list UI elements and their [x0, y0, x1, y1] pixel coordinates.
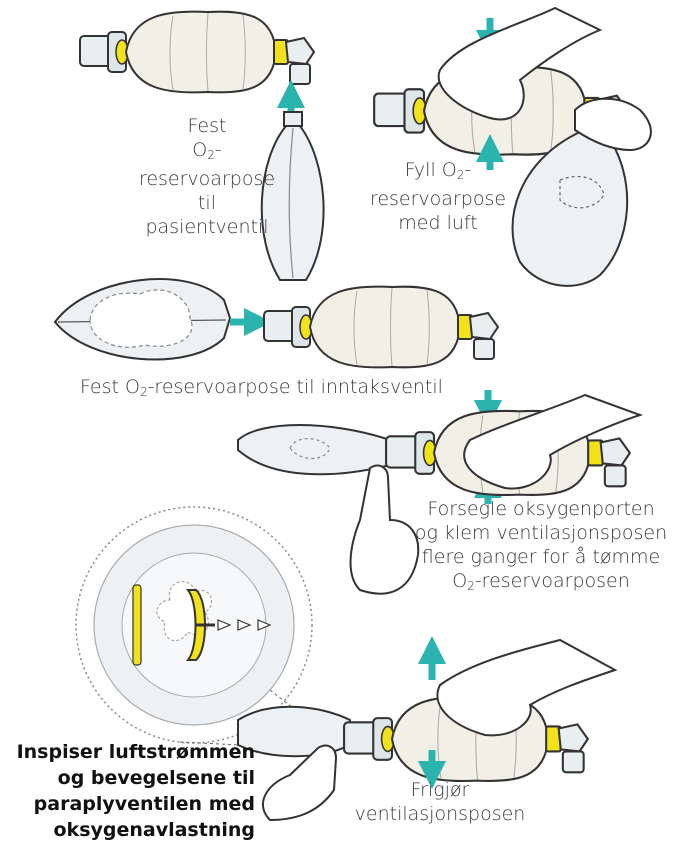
step1-line3: til pasientventil	[137, 191, 277, 239]
step2-line1-post: -	[464, 159, 471, 181]
step4-line1: Forsegle oksygenporten	[405, 497, 677, 521]
step5-line2: og bevegelsene til	[0, 765, 255, 791]
step3-label: Fest O2-reservoarpose til inntaksventil	[80, 375, 500, 404]
step1-line2-pre: O	[192, 139, 207, 161]
step4-line3: flere ganger for å tømme	[405, 545, 677, 569]
step3-pre: Fest O	[80, 376, 140, 398]
step1-line1: Fest	[137, 114, 277, 138]
step4-label: Forsegle oksygenporten og klem ventilasj…	[405, 497, 677, 598]
reservoir-bag-icon	[55, 279, 230, 359]
step2-line2: reservoarpose	[368, 187, 508, 211]
step5-label: Inspiser luftstrømmen og bevegelsene til…	[0, 739, 255, 843]
step4-line4-sub: 2	[467, 579, 475, 593]
reservoir-bag-icon	[238, 425, 390, 474]
step2-line3: med luft	[368, 211, 508, 235]
step4-line4-pre: O	[452, 570, 467, 592]
resuscitator-bag-icon	[264, 287, 498, 368]
step4-line4-post: -reservoarposen	[475, 570, 630, 592]
step3-post: -reservoarpose til inntaksventil	[148, 376, 443, 398]
step2-label: Fyll O2- reservoarpose med luft	[368, 158, 508, 235]
step1-label: Fest O2-reservoarpose til pasientventil	[137, 114, 277, 239]
hand-icon	[437, 640, 615, 735]
step4-line4: O2-reservoarposen	[405, 569, 677, 598]
step5-line4: oksygenavlastning	[0, 817, 255, 843]
step1-line2-sub: 2	[207, 148, 215, 162]
step4-line2: og klem ventilasjonsposen	[405, 521, 677, 545]
step3-sub: 2	[140, 385, 148, 399]
step6-line1: Frigjør	[350, 778, 530, 802]
step2-line1-pre: Fyll O	[405, 159, 457, 181]
step6-line2: ventilasjonsposen	[350, 802, 530, 826]
resuscitator-bag-icon	[80, 12, 314, 93]
step6-label: Frigjør ventilasjonsposen	[350, 778, 530, 826]
step5-line1: Inspiser luftstrømmen	[0, 739, 255, 765]
step1-line2: O2-reservoarpose	[137, 138, 277, 191]
step5-line3: paraplyventilen med	[0, 791, 255, 817]
step2-line1: Fyll O2-	[368, 158, 508, 187]
